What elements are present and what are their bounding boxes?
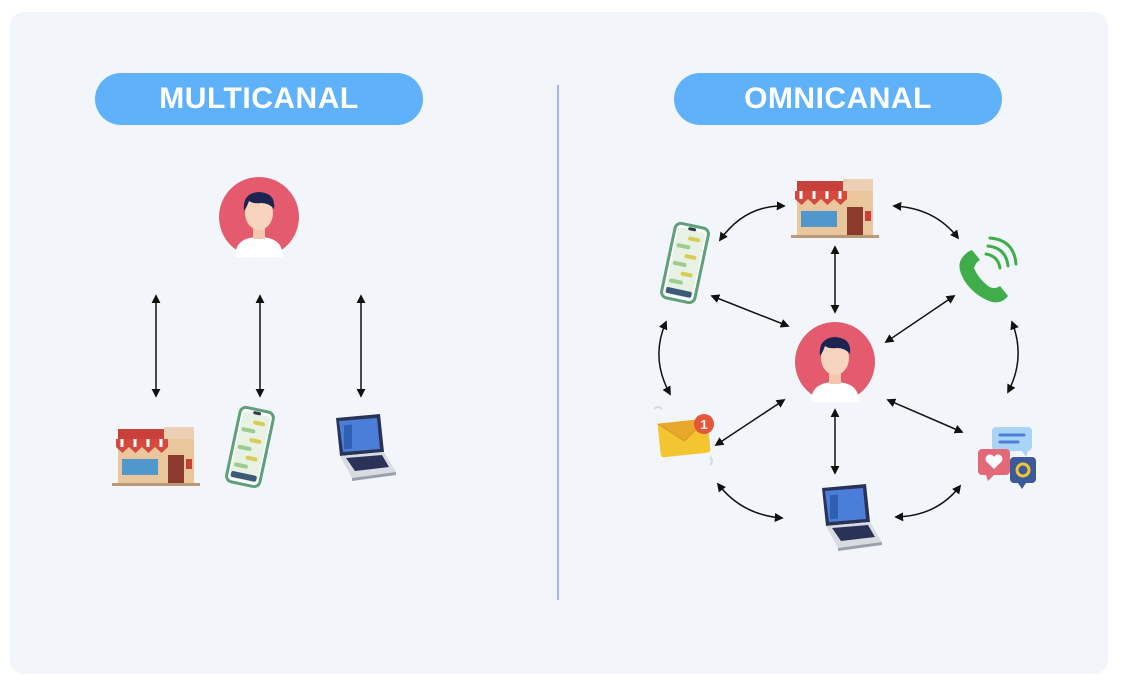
omnicanal-title: OMNICANAL [674,73,1002,125]
store-icon [110,425,202,488]
arrow-center-smartphone [710,294,790,328]
phone-call-icon [957,236,1018,304]
customer-avatar-icon-omni [795,322,875,402]
laptop-icon [336,414,396,481]
multicanal-title: MULTICANAL [95,73,423,125]
social-chat-icon [976,425,1038,491]
arrow-smartphone-store [718,201,786,242]
multicanal-arrows [151,294,366,398]
omnicanal-title-text: OMNICANAL [744,82,932,115]
omnicanal-arrows [658,201,1019,522]
arrow-laptop-email [716,482,784,522]
customer-avatar-icon [219,177,299,257]
notification-badge-count: 1 [700,417,707,432]
arrow-center-call [884,294,956,344]
laptop-icon-omni [822,484,882,551]
store-icon-omni [789,177,881,240]
smartphone-icon-omni [658,220,712,306]
arrow-social-laptop [894,484,962,522]
smartphone-icon [223,404,277,490]
arrow-store-call [892,201,960,240]
arrow-center-email [714,399,786,446]
arrow-email-smartphone [658,320,671,396]
arrow-call-social [1007,320,1019,394]
multicanal-title-text: MULTICANAL [159,82,359,115]
arrow-center-social [886,398,964,434]
notification-badge: 1 [694,414,714,434]
